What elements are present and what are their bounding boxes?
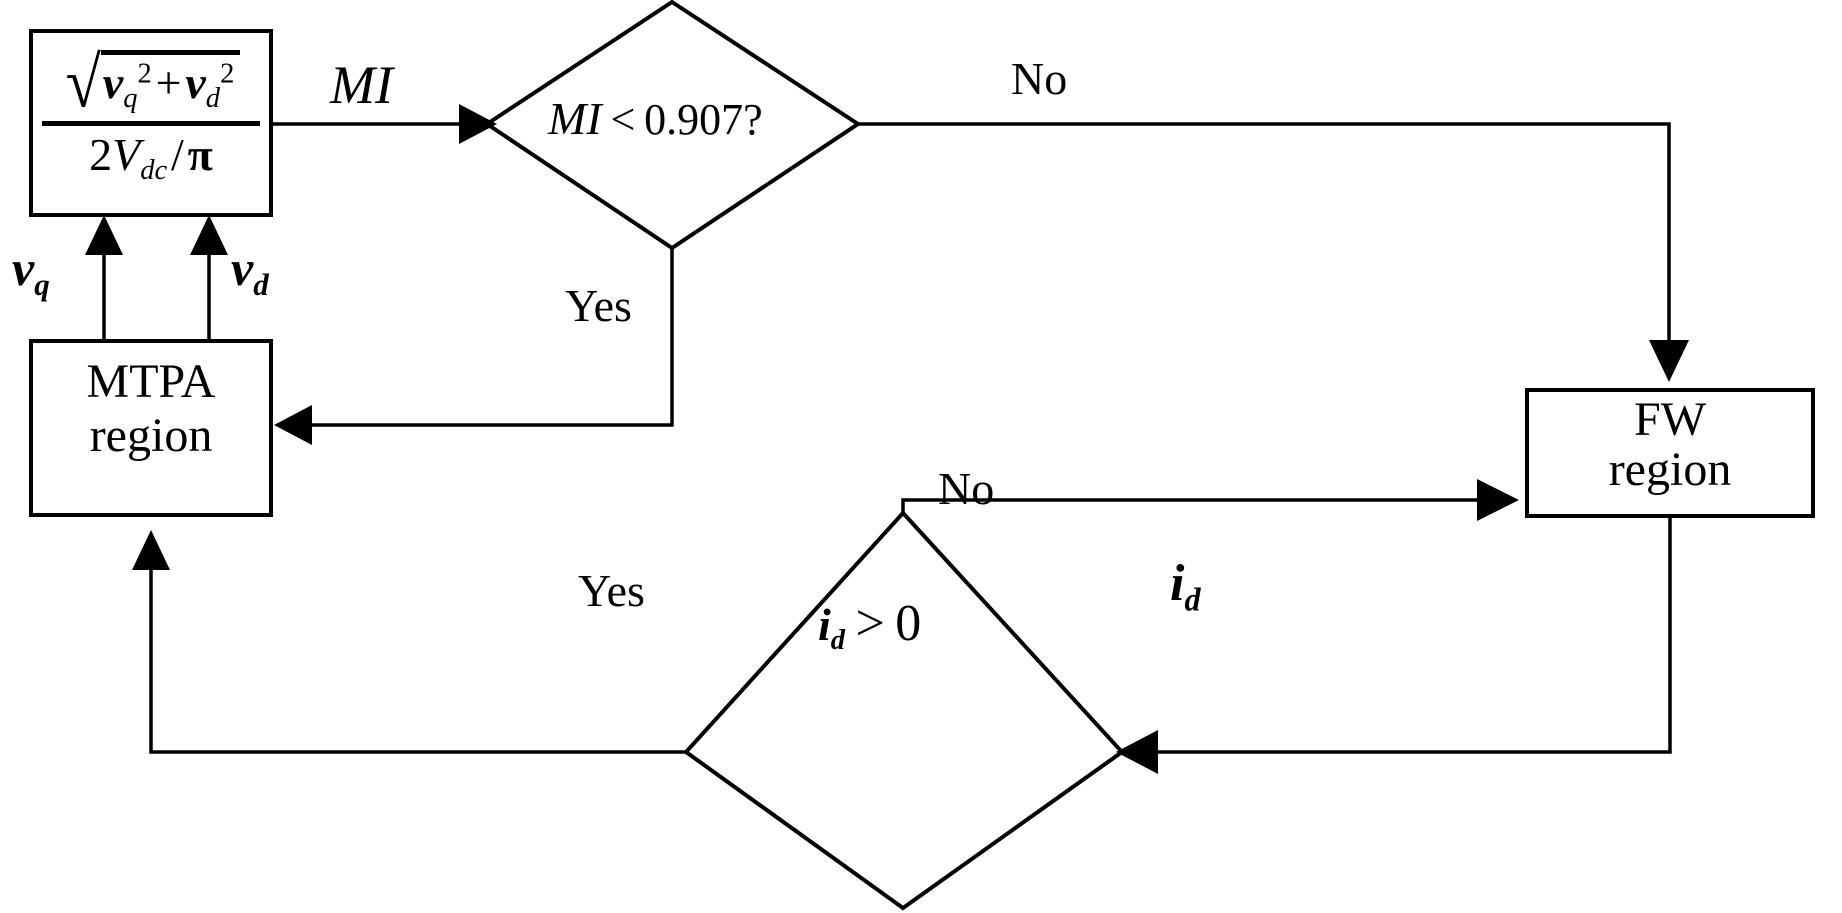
edge-id-yes — [149, 560, 686, 754]
edge-mi-yes — [292, 248, 674, 427]
edge-id-signal — [1140, 516, 1672, 754]
edge-vd-arrowhead — [190, 215, 228, 255]
edge-mi-yes-arrowhead — [274, 405, 312, 445]
edge-label-vd: vd — [231, 240, 269, 302]
edge-id-signal-arrowhead — [1116, 730, 1158, 774]
fw-region-box[interactable] — [1525, 388, 1815, 518]
sqrt-icon: √vq2 + vd2 — [62, 43, 241, 122]
id-decision-diamond[interactable] — [683, 510, 1126, 911]
mi-decision-text: MI < 0.907? — [548, 93, 763, 144]
id-decision-text: id > 0 — [818, 595, 922, 657]
edge-id-yes-arrowhead — [132, 530, 170, 570]
edge-id-no-arrowhead — [1477, 479, 1519, 521]
edge-vq-arrowhead — [85, 215, 123, 255]
edge-label-id-yes: Yes — [578, 565, 645, 616]
edge-id-no — [901, 498, 1497, 513]
edge-mi-no-arrowhead — [1649, 340, 1689, 382]
mi-formula-denominator: 2Vdc / π — [89, 129, 213, 187]
mtpa-region-box[interactable] — [29, 339, 273, 517]
fw-region-line1: FW — [1634, 393, 1706, 446]
edge-label-id-signal: id — [1170, 555, 1201, 618]
edge-mi-no — [858, 122, 1671, 368]
edge-label-mi-signal: MI — [330, 55, 393, 115]
mtpa-region-line2: region — [89, 409, 213, 462]
fraction-bar — [42, 121, 260, 127]
mi-formula-expression: √vq2 + vd2 2Vdc / π — [42, 43, 260, 187]
edge-label-vq: vq — [12, 240, 50, 302]
mi-formula-numerator: √vq2 + vd2 — [42, 43, 260, 122]
fw-region-line2: region — [1608, 443, 1732, 496]
mtpa-region-label: MTPA region — [31, 358, 271, 460]
edge-mi-signal-arrowhead — [459, 104, 497, 144]
edge-label-mi-yes: Yes — [565, 280, 632, 331]
fw-region-label: FW region — [1527, 396, 1813, 494]
mtpa-region-line1: MTPA — [86, 355, 216, 408]
edge-label-id-no: No — [938, 463, 995, 514]
edge-label-mi-no: No — [1011, 53, 1068, 104]
